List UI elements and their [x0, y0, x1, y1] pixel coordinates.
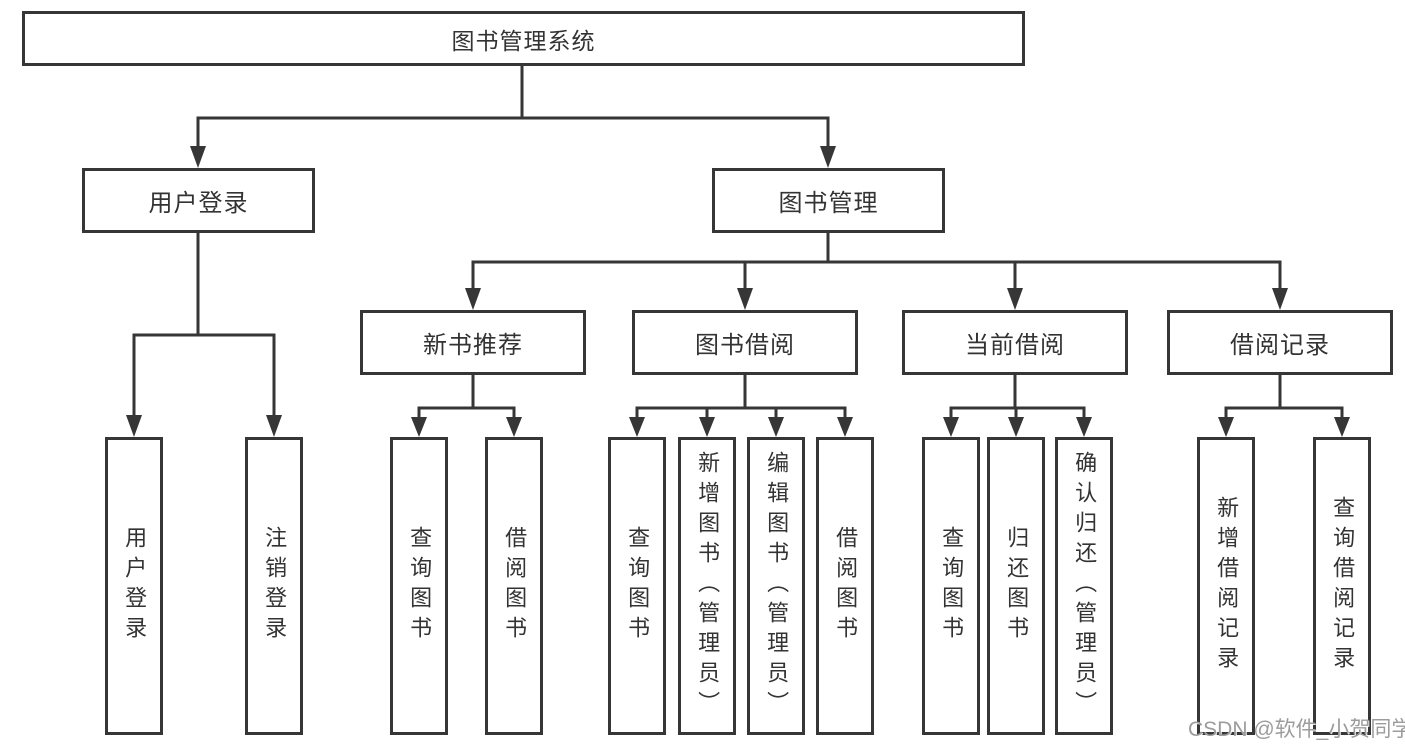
leaf-label: 用户登录: [122, 526, 148, 646]
node-current-borrow: 当前借阅: [902, 310, 1128, 375]
leaf-user-login: 用户登录: [105, 437, 163, 735]
node-label: 用户登录: [148, 190, 249, 217]
node-book-mgmt: 图书管理: [712, 168, 945, 233]
leaf-return-books: 归还图书: [987, 437, 1045, 735]
leaf-label: 借阅图书: [833, 526, 859, 646]
leaf-label: 归还图书: [1004, 526, 1030, 646]
leaf-query-books-current: 查询图书: [922, 437, 980, 735]
leaf-label: 查询借阅记录: [1330, 496, 1356, 676]
node-label: 图书管理: [778, 190, 879, 217]
leaf-label: 注销登录: [262, 526, 288, 646]
leaf-label: 编辑图书（管理员）: [764, 451, 790, 721]
leaf-query-borrow-record: 查询借阅记录: [1313, 437, 1371, 735]
leaf-label: 查询图书: [939, 526, 965, 646]
node-label: 借阅记录: [1230, 332, 1330, 359]
leaf-add-borrow-record: 新增借阅记录: [1197, 437, 1255, 735]
leaf-confirm-return-admin: 确认归还（管理员）: [1055, 437, 1113, 735]
leaf-label: 借阅图书: [502, 526, 528, 646]
leaf-label: 新增借阅记录: [1214, 496, 1240, 676]
connector-root-to-level2: [190, 64, 836, 168]
node-system-root: 图书管理系统: [22, 11, 1025, 66]
connector-new-book-rec-children: [411, 373, 522, 437]
leaf-label: 新增图书（管理员）: [695, 451, 721, 721]
connector-current-borrow-children: [943, 373, 1092, 437]
node-borrow-records: 借阅记录: [1167, 310, 1393, 375]
leaf-label: 查询图书: [625, 526, 651, 646]
node-label: 新书推荐: [423, 332, 523, 359]
connector-book-borrow-children: [629, 373, 853, 437]
leaf-label: 确认归还（管理员）: [1072, 451, 1098, 721]
leaf-borrow-books-rec: 借阅图书: [485, 437, 543, 735]
connector-book-mgmt-to-level3: [465, 231, 1288, 310]
node-user-login: 用户登录: [82, 168, 315, 233]
connector-borrow-records-children: [1218, 373, 1350, 437]
node-label: 当前借阅: [965, 332, 1065, 359]
leaf-edit-books-admin: 编辑图书（管理员）: [747, 437, 805, 735]
node-book-borrow: 图书借阅: [632, 310, 858, 375]
leaf-label: 查询图书: [407, 526, 433, 646]
leaf-query-books: 查询图书: [608, 437, 666, 735]
leaf-borrow-books: 借阅图书: [816, 437, 874, 735]
connector-user-login-children: [126, 231, 282, 437]
leaf-query-books-rec: 查询图书: [390, 437, 448, 735]
node-new-book-rec: 新书推荐: [360, 310, 586, 375]
leaf-add-books-admin: 新增图书（管理员）: [678, 437, 736, 735]
csdn-watermark: CSDN @软件_小贺同学: [1188, 718, 1405, 741]
node-label: 图书借阅: [695, 332, 795, 359]
leaf-logout: 注销登录: [245, 437, 303, 735]
node-label: 图书管理系统: [451, 27, 596, 54]
